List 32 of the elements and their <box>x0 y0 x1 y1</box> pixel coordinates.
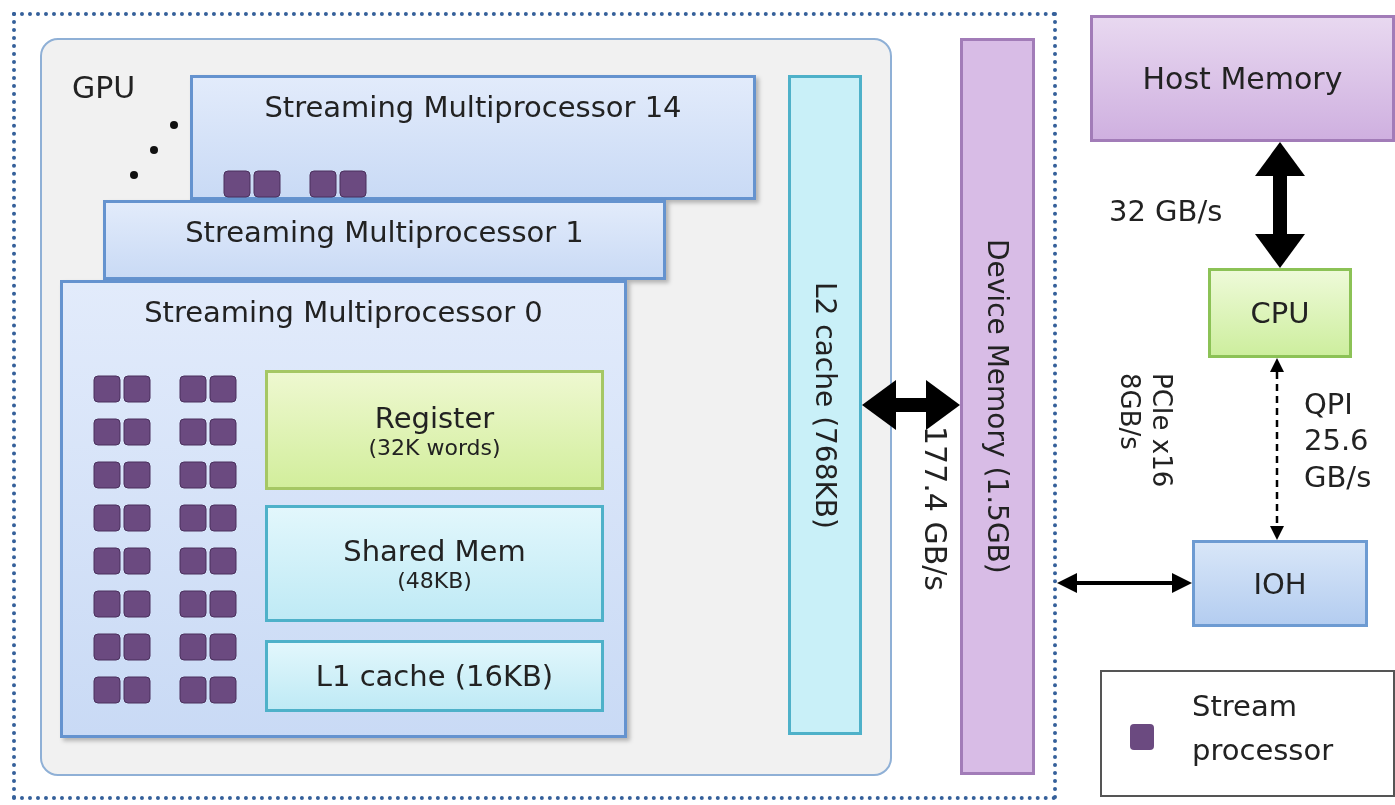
legend-label: Stream processor <box>1192 688 1335 769</box>
arrow <box>862 380 960 430</box>
dotted-frame <box>12 12 1057 800</box>
multiprocessor-card <box>103 200 666 280</box>
memory-box <box>1090 15 1395 142</box>
box-sublabel: (32K words) <box>368 434 501 460</box>
hub-box <box>1192 540 1368 627</box>
box-label: L1 cache (16KB) <box>315 659 554 693</box>
arrow <box>1057 573 1192 593</box>
card-title: Streaming Multiprocessor 1 <box>184 215 585 249</box>
box-label: IOH <box>1253 566 1307 601</box>
memory-box <box>265 640 604 712</box>
multiprocessor-card <box>190 75 756 200</box>
arrow <box>1255 142 1305 268</box>
box-sublabel: (48KB) <box>397 568 472 593</box>
box-label: Register <box>374 400 495 435</box>
box-label: Host Memory <box>1142 61 1343 96</box>
panel-title: GPU <box>72 70 136 105</box>
card-title: Streaming Multiprocessor 14 <box>263 90 683 124</box>
dashed-arrow <box>1270 358 1284 540</box>
bar-label: L2 cache (768KB) <box>808 281 842 529</box>
processor-box <box>1208 268 1352 358</box>
gpu-panel <box>40 38 892 776</box>
multiprocessor-card <box>60 280 627 738</box>
box-label: Shared Mem <box>343 534 526 568</box>
memory-bar <box>960 38 1035 775</box>
memory-box <box>265 505 604 622</box>
register-box <box>265 370 604 490</box>
bar-label: Device Memory (1.5GB) <box>981 239 1014 574</box>
card-title: Streaming Multiprocessor 0 <box>143 295 544 329</box>
cache-bar <box>788 75 862 735</box>
box-label: CPU <box>1250 296 1310 330</box>
